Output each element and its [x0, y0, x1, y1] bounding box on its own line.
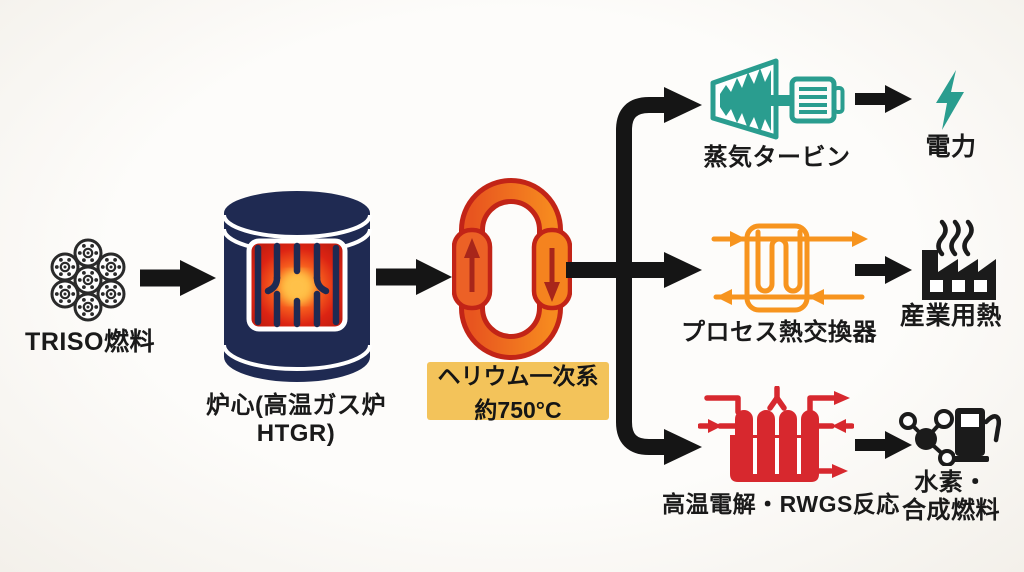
steam-waves [936, 219, 974, 257]
fuel-pump-icon [953, 408, 1001, 462]
flow-arrow-electrolysis-to-fuel [855, 431, 912, 459]
coolant-down-arrow [544, 248, 560, 302]
flow-arrow-triso-to-reactor [140, 260, 216, 296]
hydrogen-label-line1: 水素・ [914, 469, 988, 496]
reactor-label-line1: 炉心(高温ガス炉 [206, 392, 386, 419]
reactor-label: 炉心(高温ガス炉 HTGR) [176, 392, 416, 449]
flow-arrow-reactor-to-loop [376, 259, 452, 295]
triso-fuel-pebbles-icon [50, 238, 126, 322]
coolant-up-arrow [464, 238, 480, 292]
helium-label-line2: 約750°C [474, 397, 562, 423]
electricity-label: 電力 [925, 133, 977, 161]
factory-icon [922, 219, 996, 300]
hydrogen-synfuel-label: 水素・ 合成燃料 [883, 469, 1019, 526]
flow-arrow-exchanger-to-heat [855, 256, 912, 284]
heat-exchanger-icon [711, 223, 868, 313]
steam-turbine-label: 蒸気タービン [703, 144, 851, 171]
helium-loop-highlight-label: ヘリウム一次系 約750°C [427, 362, 609, 423]
triso-label: TRISO燃料 [25, 328, 155, 356]
flow-arrow-turbine-to-power [855, 85, 912, 113]
helium-loop-icon [452, 178, 572, 360]
lightning-bolt-icon [936, 70, 964, 130]
heat-exchanger-label: プロセス熱交換器 [681, 319, 877, 346]
industrial-heat-label: 産業用熱 [899, 302, 1002, 330]
reactor-label-line2: HTGR) [256, 420, 336, 448]
steam-turbine-icon [710, 58, 845, 140]
hydrogen-label-line2: 合成燃料 [902, 497, 1000, 525]
molecule-icon [899, 409, 955, 466]
reactor-core-icon [222, 190, 372, 382]
branch-arrows [566, 87, 702, 465]
electrolysis-rwgs-icon [698, 386, 854, 482]
helium-label-line1: ヘリウム一次系 [437, 363, 599, 389]
electrolysis-label: 高温電解・RWGS反応 [662, 491, 900, 517]
